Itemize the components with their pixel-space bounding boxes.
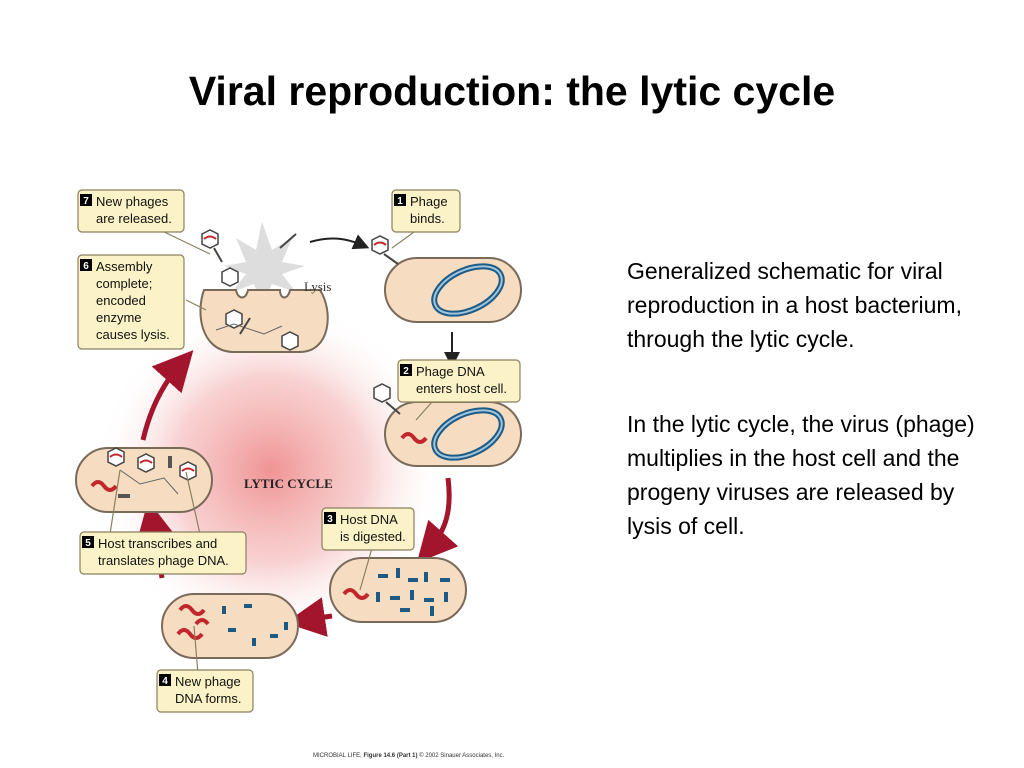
callout-box-4 (156, 669, 254, 713)
leader-5 (109, 469, 121, 535)
figure-credit: MICROBIAL LIFE, Figure 14.6 (Part 1) © 2… (313, 753, 505, 759)
step-label-7: New phages are released. (96, 194, 172, 226)
phage-binding (371, 235, 399, 265)
step-number-2: 2 (403, 366, 409, 377)
step-number-7: 7 (83, 196, 89, 207)
credit-figure: Figure 14.6 (Part 1) (363, 753, 418, 759)
lysis-label: Lysis (304, 279, 331, 294)
leader-7 (159, 229, 211, 255)
cell-stage-1 (384, 257, 522, 323)
description-text-1: Generalized schematic for viral reproduc… (627, 258, 962, 352)
leader-6 (185, 299, 207, 311)
cell-stage-5 (75, 447, 213, 513)
cycle-arrow-7-to-1 (309, 234, 370, 250)
description-paragraph-2: In the lytic cycle, the virus (phage) mu… (627, 407, 987, 543)
step-label-3: Host DNA is digested. (340, 512, 406, 544)
callout-box-1 (391, 189, 461, 233)
step-label-6: Assembly complete; encoded enzyme causes… (96, 259, 170, 342)
leader-4 (193, 625, 199, 675)
step-number-4: 4 (162, 676, 168, 687)
callout-box-6 (77, 254, 185, 350)
step-number-1: 1 (397, 196, 403, 207)
step-number-3: 3 (327, 514, 333, 525)
phage-released (201, 229, 297, 263)
cell-stage-6 (199, 267, 329, 353)
callout-box-5 (79, 531, 247, 575)
cycle-arrow-3-to-4 (285, 597, 333, 637)
step-label-1: Phage binds. (410, 194, 451, 226)
step-label-4: New phage DNA forms. (175, 674, 244, 706)
callout-box-7 (77, 189, 185, 233)
cell-stage-4 (161, 593, 299, 659)
phage-injecting (373, 383, 401, 415)
cycle-arrow-2-to-3 (416, 477, 459, 563)
leader-5b (185, 471, 201, 535)
leader-2 (415, 401, 433, 421)
leader-1 (391, 231, 415, 249)
step-label-5: Host transcribes and translates phage DN… (98, 536, 229, 568)
slide-title: Viral reproduction: the lytic cycle (188, 68, 836, 114)
description-text-2: In the lytic cycle, the virus (phage) mu… (627, 411, 975, 539)
credit-source: MICROBIAL LIFE (313, 753, 361, 759)
callout-box-3 (321, 507, 415, 551)
cell-stage-3 (329, 557, 467, 623)
description-paragraph-1: Generalized schematic for viral reproduc… (627, 254, 987, 356)
lytic-cycle-diagram: 1 2 3 4 5 6 7 Phage binds. Phage DNA ent… (75, 189, 522, 713)
step-number-6: 6 (83, 261, 89, 272)
step-number-5: 5 (85, 538, 91, 549)
callout-box-2 (397, 359, 521, 403)
cycle-center-label: LYTIC CYCLE (244, 476, 333, 491)
cycle-arrow-5-to-6 (140, 350, 194, 441)
cell-stage-2 (384, 401, 522, 467)
credit-copyright: © 2002 Sinauer Associates, Inc. (419, 753, 505, 759)
step-label-2: Phage DNA enters host cell. (416, 364, 507, 396)
leader-3 (359, 547, 373, 591)
